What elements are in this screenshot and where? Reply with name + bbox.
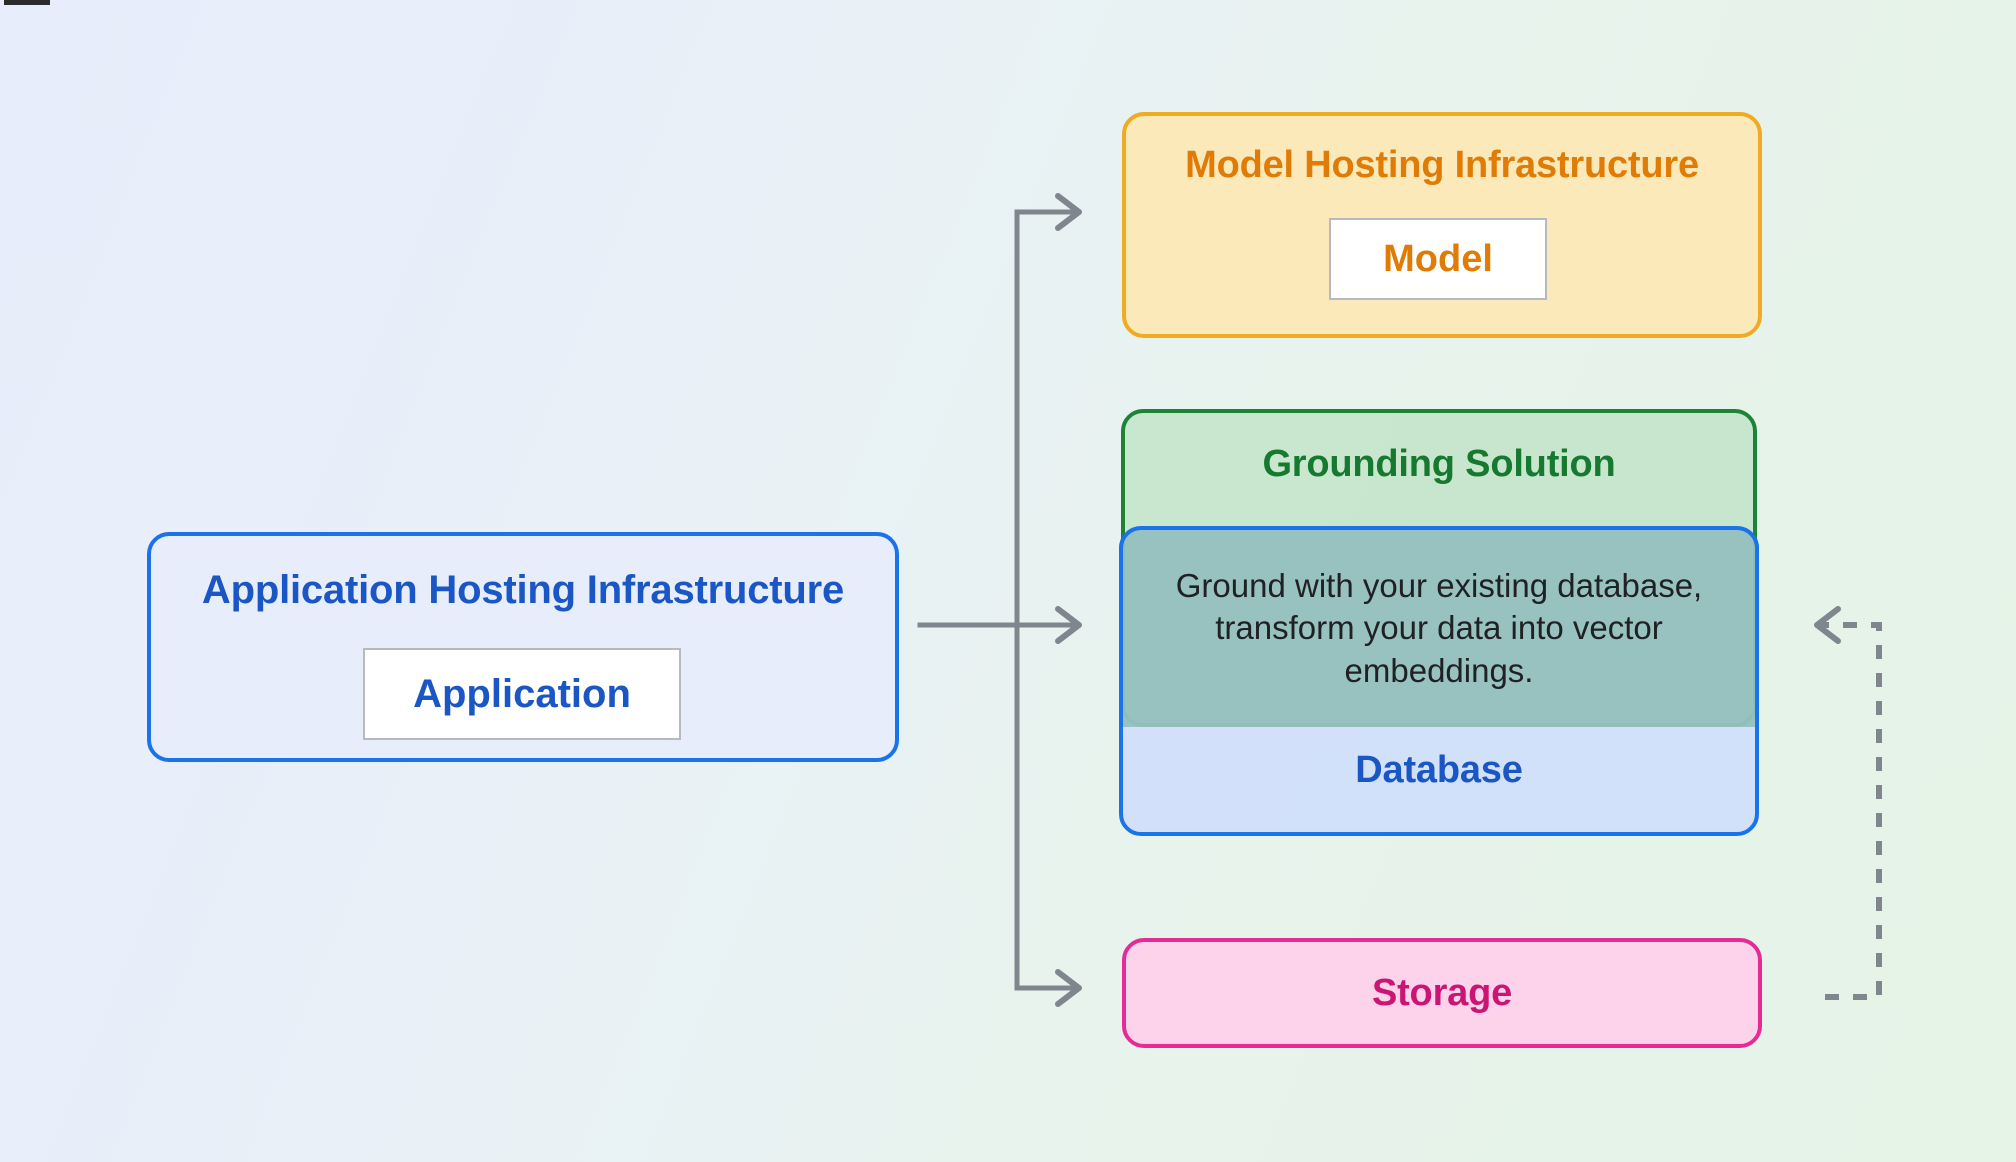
connector-dashed-return (1819, 622, 1882, 1000)
storage-node[interactable]: Storage (1122, 938, 1762, 1048)
arrowhead-grounding-icon (1055, 606, 1082, 644)
application-hosting-infrastructure-node[interactable]: Application Hosting Infrastructure Appli… (147, 532, 899, 762)
model-inner-node[interactable]: Model (1329, 218, 1547, 300)
arrowhead-database-return-icon (1814, 606, 1841, 644)
grounding-solution-title: Grounding Solution (1262, 443, 1616, 485)
arrowhead-model-icon (1055, 193, 1082, 231)
top-edge-marker (4, 0, 50, 5)
database-title: Database (1355, 749, 1523, 791)
application-hosting-title: Application Hosting Infrastructure (201, 568, 845, 612)
storage-title: Storage (1371, 971, 1513, 1014)
grounding-database-overlap-region: Ground with your existing database, tran… (1119, 526, 1759, 727)
arrowhead-storage-icon (1055, 969, 1082, 1007)
model-hosting-title: Model Hosting Infrastructure (1185, 144, 1699, 186)
model-hosting-infrastructure-node[interactable]: Model Hosting Infrastructure Model (1122, 112, 1762, 338)
model-inner-label: Model (1383, 237, 1493, 280)
overlap-description: Ground with your existing database, tran… (1175, 567, 1703, 689)
application-inner-label: Application (413, 671, 631, 716)
application-inner-node[interactable]: Application (363, 648, 681, 740)
